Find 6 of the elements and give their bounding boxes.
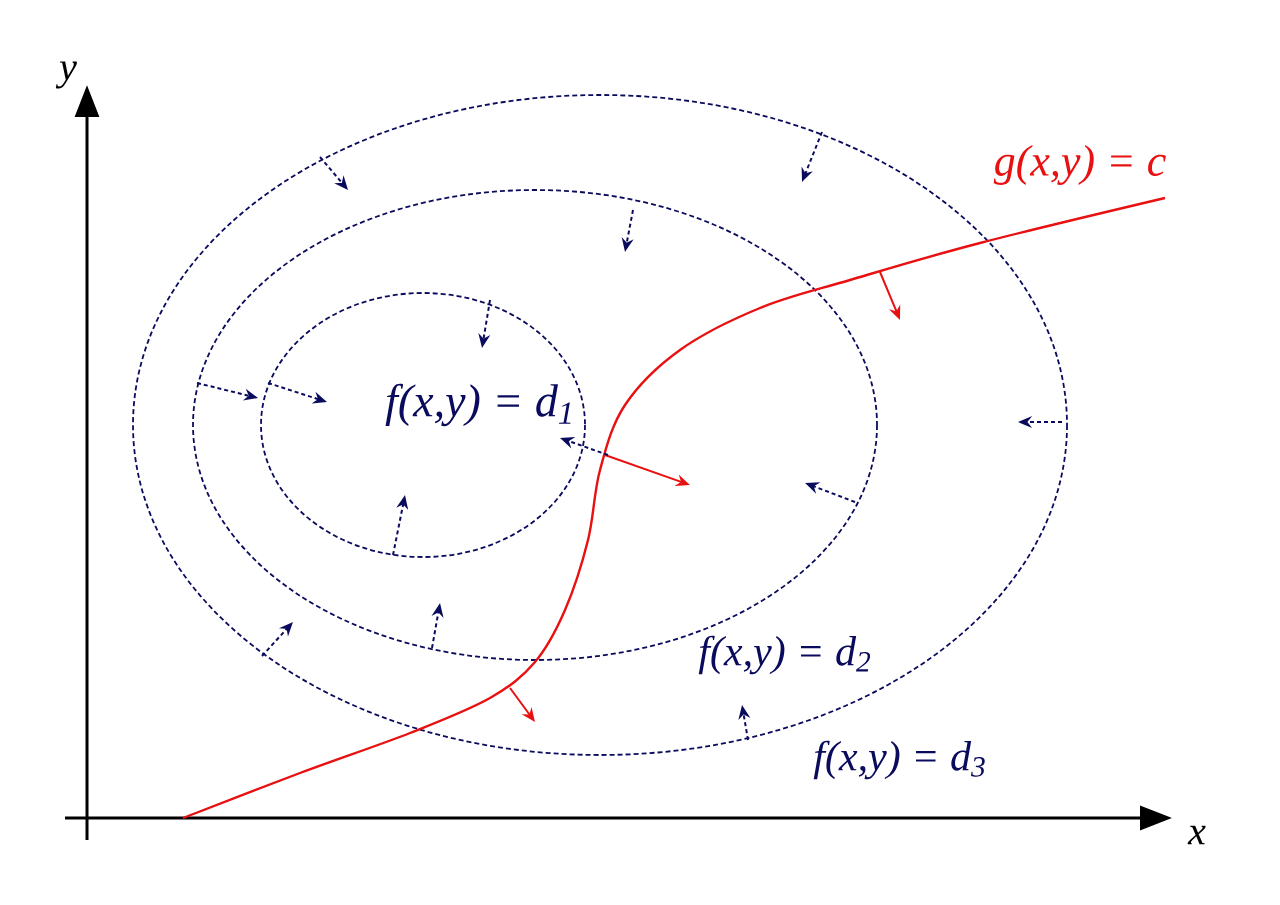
axis-label: y [55, 61, 77, 89]
contour-label: f(x,y) = d$_{1}$ [385, 383, 571, 427]
axis-label: x [1187, 825, 1206, 845]
contour-label: f(x,y) = d$_{2}$ [698, 635, 871, 675]
curve-label: g(x,y) = c [993, 145, 1166, 185]
contour-label: f(x,y) = d$_{3}$ [813, 740, 985, 780]
